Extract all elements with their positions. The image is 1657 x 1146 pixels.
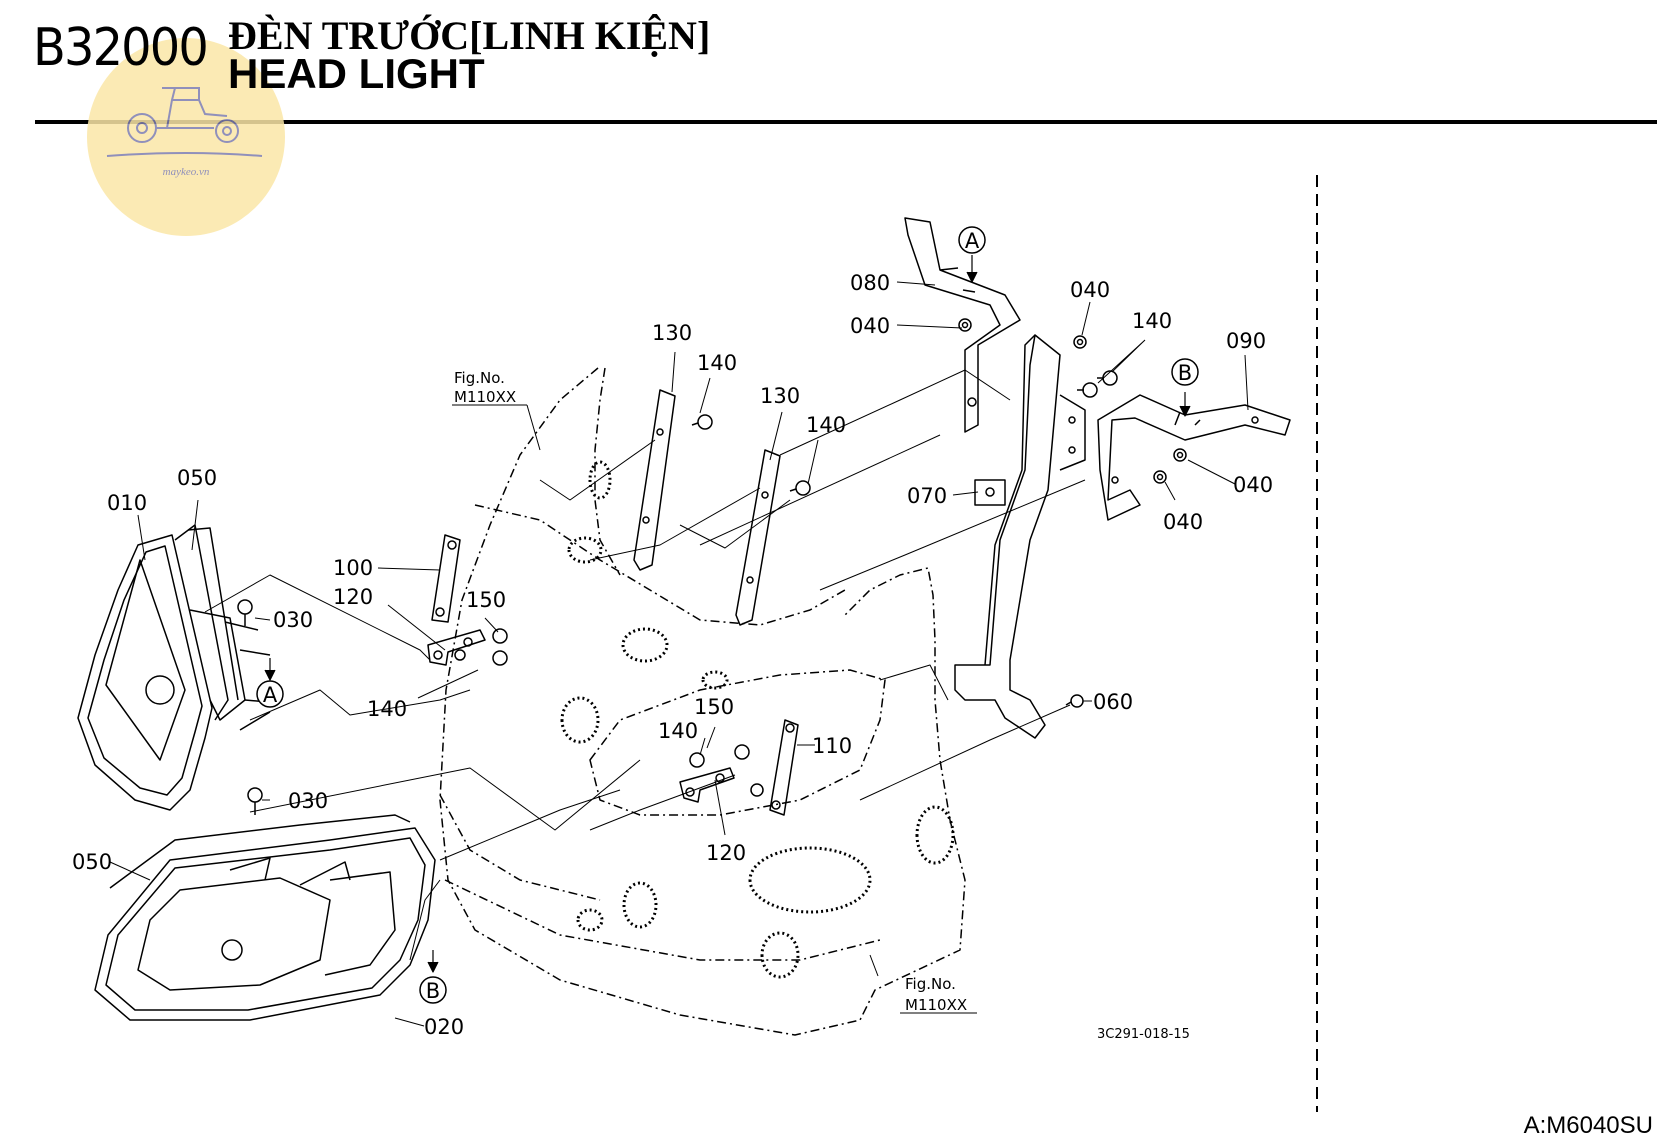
stay-090 xyxy=(1097,394,1291,521)
bracket-120-upper xyxy=(427,629,486,666)
callout-140-bolts: 140 xyxy=(1132,309,1172,333)
marker-a-light: A xyxy=(256,680,284,708)
fig-ref-1-label: Fig.No. xyxy=(454,369,505,387)
support-stay xyxy=(954,334,1086,739)
strip-130-right xyxy=(735,449,781,626)
callout-070: 070 xyxy=(907,484,947,508)
callout-040-lower: 040 xyxy=(1163,510,1203,534)
front-grille-outline xyxy=(439,367,966,1036)
callout-150-top: 150 xyxy=(466,588,506,612)
model-code: A:M6040SU xyxy=(1523,1112,1653,1139)
bracket-100 xyxy=(431,534,461,623)
callout-130-left: 130 xyxy=(652,321,692,345)
head-light-left xyxy=(77,524,271,811)
watermark-logo: maykeo.vn xyxy=(87,38,285,236)
bracket-110 xyxy=(769,719,799,816)
fig-ref-2: Fig.No. M110XX xyxy=(905,975,967,1014)
leader-lines xyxy=(109,281,1249,1027)
marker-a-top: A xyxy=(958,226,986,254)
fig-ref-1: Fig.No. M110XX xyxy=(454,369,516,406)
marker-b-top: B xyxy=(1171,358,1199,386)
callout-030-bottom: 030 xyxy=(288,789,328,813)
callout-090: 090 xyxy=(1226,329,1266,353)
callout-110: 110 xyxy=(812,734,852,758)
tractor-icon xyxy=(106,87,263,157)
grille-hole-patterns xyxy=(560,460,955,979)
callout-130-right: 130 xyxy=(760,384,800,408)
callout-120-bottom: 120 xyxy=(706,841,746,865)
callout-040-stay: 040 xyxy=(850,314,890,338)
callout-140-left: 140 xyxy=(367,697,407,721)
callout-020: 020 xyxy=(424,1015,464,1039)
callout-120-top: 120 xyxy=(333,585,373,609)
callout-040-top-right: 040 xyxy=(1070,278,1110,302)
callout-030-top: 030 xyxy=(273,608,313,632)
callout-040-right: 040 xyxy=(1233,473,1273,497)
fasteners xyxy=(237,318,1187,815)
callout-050-top: 050 xyxy=(177,466,217,490)
page-title-english: HEAD LIGHT xyxy=(228,50,485,97)
page-title-vietnamese: ĐÈN TRƯỚC[LINH KIỆN] xyxy=(228,13,711,58)
head-light-right xyxy=(94,814,436,1021)
part-callouts: 010 050 030 100 120 150 140 130 140 130 … xyxy=(72,271,1273,1039)
stay-080 xyxy=(904,217,1021,433)
marker-b-light-label: B xyxy=(426,979,440,1003)
fig-ref-2-number: M110XX xyxy=(905,996,967,1014)
assembly-lines xyxy=(204,369,1086,961)
section-code: B32000 xyxy=(33,18,209,78)
marker-b-top-label: B xyxy=(1178,361,1192,385)
callout-140-strip-left: 140 xyxy=(697,351,737,375)
fig-ref-1-number: M110XX xyxy=(454,388,516,406)
callout-010: 010 xyxy=(107,491,147,515)
callout-060: 060 xyxy=(1093,690,1133,714)
callout-150-bottom: 150 xyxy=(694,695,734,719)
drawing-code: 3C291-018-15 xyxy=(1097,1027,1190,1042)
strip-130-left xyxy=(633,389,676,571)
fig-ref-2-label: Fig.No. xyxy=(905,975,956,993)
bracket-120-lower xyxy=(679,767,735,803)
callout-140-strip-right: 140 xyxy=(806,413,846,437)
direction-arrows xyxy=(264,255,1191,973)
header-rule xyxy=(35,120,1657,124)
callout-080: 080 xyxy=(850,271,890,295)
callout-140-bottom: 140 xyxy=(658,719,698,743)
logo-caption: maykeo.vn xyxy=(162,166,210,178)
marker-a-top-label: A xyxy=(965,229,980,253)
marker-a-light-label: A xyxy=(263,683,278,707)
marker-b-light: B xyxy=(419,976,447,1004)
callout-100: 100 xyxy=(333,556,373,580)
callout-050-bottom: 050 xyxy=(72,850,112,874)
